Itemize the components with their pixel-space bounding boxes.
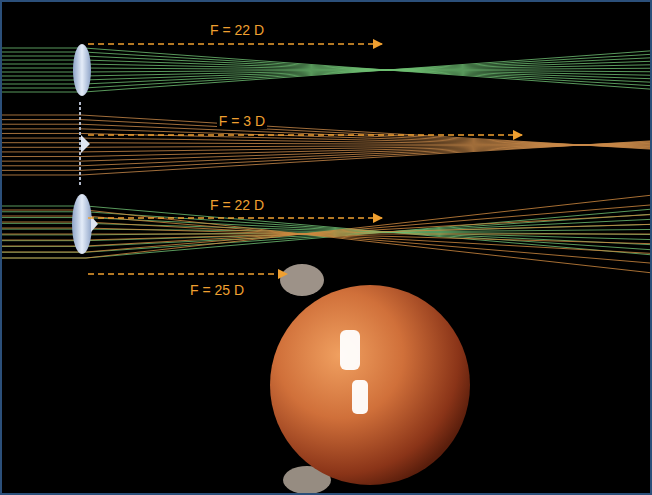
focal-arrow [88,273,287,275]
light-ray [2,222,650,253]
light-ray [2,206,650,255]
focal-power-label: F = 22 D [208,197,266,213]
haptic [280,264,324,296]
multifocal-lens [72,194,92,254]
light-ray [2,115,650,149]
focal-power-label: F = 25 D [188,282,246,298]
light-ray [2,214,650,252]
light-ray [2,142,650,171]
light-ray [2,141,650,175]
light-ray [2,228,650,244]
light-ray [2,210,650,273]
focal-arrow [88,43,382,45]
light-ray [2,215,650,246]
intraocular-lens [270,285,470,485]
light-ray [2,129,650,147]
light-ray [2,143,650,156]
light-ray [2,124,650,148]
light-ray [2,58,650,84]
refractive-lens [73,44,91,96]
focal-power-label: F = 22 D [208,22,266,38]
light-ray [2,205,650,252]
focal-power-label: F = 3 D [217,113,267,129]
diffractive-step [81,135,90,153]
light-rays [2,48,650,273]
highlight [340,330,360,370]
light-ray [2,133,650,146]
light-ray [2,54,650,88]
focal-arrow [88,217,382,219]
light-ray [2,142,650,166]
light-ray [2,216,650,263]
light-ray [2,195,650,258]
focal-arrow [88,134,522,136]
light-ray [2,48,650,89]
light-ray [2,61,650,80]
light-ray [2,52,650,86]
diffractive-lens [79,102,81,187]
highlight [352,380,368,414]
light-ray [2,120,650,149]
light-ray [2,51,650,92]
